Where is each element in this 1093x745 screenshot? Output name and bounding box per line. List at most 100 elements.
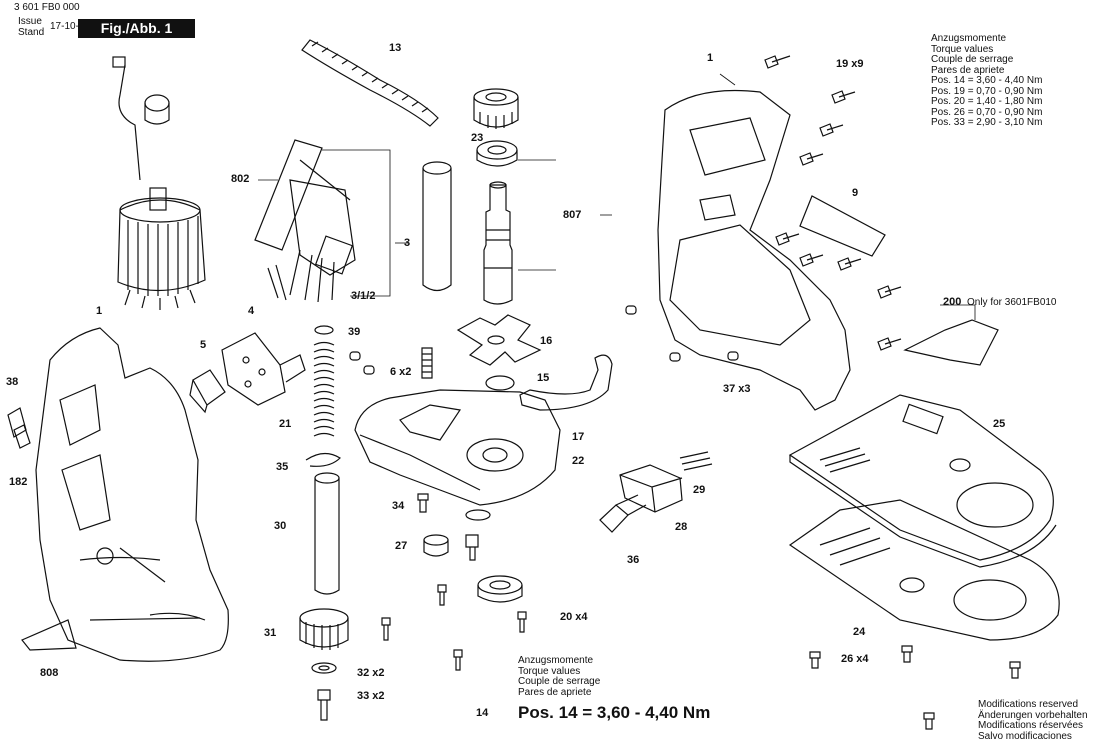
- base-plate-part: [354, 389, 561, 506]
- issue-date: 17-10-19: [50, 21, 91, 32]
- label-part-182: 182: [9, 476, 28, 488]
- label-part-808: 808: [40, 667, 59, 679]
- switch-part: [189, 369, 226, 414]
- doc-number: 3 601 FB0 000: [14, 2, 80, 13]
- torque-line: Anzugsmomente: [931, 33, 1007, 44]
- label-part-34: 34: [392, 500, 405, 512]
- sleeve-part: [422, 161, 452, 292]
- label-part-28: 28: [675, 521, 688, 533]
- guide-shaft-part: [314, 472, 340, 595]
- label-part-200-note: Only for 3601FB010: [967, 297, 1057, 308]
- label-part-807: 807: [563, 209, 582, 221]
- label-part-26: 26 x4: [841, 653, 869, 665]
- label-part-3: 3: [404, 237, 411, 249]
- label-part-20: 20 x4: [560, 611, 588, 623]
- screw-part: [381, 584, 527, 671]
- label-part-38: 38: [6, 376, 19, 388]
- label-part-31: 31: [264, 627, 277, 639]
- label-part-27: 27: [395, 540, 408, 552]
- label-part-3-1-2: 3/1/2: [351, 290, 376, 302]
- label-part-19: 19 x9: [836, 58, 864, 70]
- motor-housing-part: [35, 327, 229, 662]
- snap-ring-part: [485, 375, 515, 391]
- pulley-part: [473, 88, 519, 129]
- label-part-1-top: 1: [707, 52, 714, 64]
- spring-part: [313, 341, 335, 437]
- torque-line: Torque values: [931, 43, 994, 55]
- label-part-802: 802: [231, 173, 250, 185]
- leader-lines: [258, 73, 976, 320]
- label-part-1-left: 1: [96, 305, 103, 317]
- label-part-14: 14: [476, 707, 489, 719]
- thumb-screw-part: [599, 494, 647, 533]
- washer-part: [465, 509, 491, 521]
- label-part-29: 29: [693, 484, 706, 496]
- figure-label: Fig./Abb. 1: [78, 19, 195, 38]
- stand-label: Stand: [18, 27, 45, 38]
- label-part-35: 35: [276, 461, 289, 473]
- circuit-board-part: [254, 139, 356, 303]
- label-part-5: 5: [200, 339, 207, 351]
- note-line: Modifications réservées: [978, 720, 1084, 731]
- torque-line: Pos. 20 = 1,40 - 1,80 Nm: [931, 96, 1043, 107]
- pad-part: [625, 305, 739, 362]
- torque-line: Torque values: [518, 665, 581, 677]
- label-part-6: 6 x2: [390, 366, 412, 378]
- label-part-25: 25: [993, 418, 1006, 430]
- torque-line: Pos. 14 = 3,60 - 4,40 Nm: [931, 75, 1043, 86]
- torque-big-value: Pos. 14 = 3,60 - 4,40 Nm: [518, 703, 711, 722]
- label-part-37: 37 x3: [723, 383, 751, 395]
- note-line: Änderungen vorbehalten: [978, 709, 1088, 721]
- screw-part: [465, 534, 479, 561]
- wedge-part: [799, 195, 886, 257]
- bearing-part: [476, 140, 518, 167]
- label-part-39: 39: [348, 326, 361, 338]
- note-line: Modifications reserved: [978, 699, 1079, 710]
- label-part-30: 30: [274, 520, 287, 532]
- label-part-32: 32 x2: [357, 667, 385, 679]
- toothed-belt-part: [301, 39, 439, 127]
- screw-part: [809, 645, 1021, 730]
- wire-part: [267, 264, 287, 301]
- adjustment-knob-part: [299, 608, 349, 650]
- issue-label: Issue: [18, 16, 42, 27]
- label-part-33: 33 x2: [357, 690, 385, 702]
- adjuster-block-part: [619, 451, 713, 513]
- torque-line: Pares de apriete: [931, 64, 1005, 76]
- note-line: Salvo modificaciones: [978, 730, 1072, 742]
- cross-plate-part: [456, 314, 542, 366]
- screw-part: [417, 493, 429, 513]
- motor-part: [112, 56, 206, 310]
- screw-part: [764, 55, 902, 351]
- bushing-part: [423, 534, 449, 557]
- label-part-200: 200: [943, 296, 962, 308]
- retainer-clip-part: [519, 354, 613, 411]
- label-part-9: 9: [852, 187, 859, 199]
- gear-housing-part: [657, 89, 851, 411]
- label-part-23: 23: [471, 132, 484, 144]
- base-sole-part: [788, 394, 1057, 568]
- bearing-part: [477, 575, 523, 603]
- plate-part: [903, 319, 999, 366]
- torque-line: Anzugsmomente: [518, 655, 594, 666]
- circlip-part: [305, 452, 341, 467]
- sliding-plate-part: [788, 499, 1060, 641]
- torque-line: Couple de serrage: [518, 676, 601, 687]
- torque-line: Pos. 19 = 0,70 - 0,90 Nm: [931, 85, 1043, 97]
- label-part-22: 22: [572, 455, 585, 467]
- ring-part: [314, 325, 334, 335]
- label-part-21: 21: [279, 418, 292, 430]
- wedge-part: [21, 619, 77, 651]
- torque-line: Pos. 33 = 2,90 - 3,10 Nm: [931, 117, 1043, 128]
- torque-line: Couple de serrage: [931, 54, 1014, 65]
- label-part-36: 36: [627, 554, 640, 566]
- bushing-part: [349, 347, 433, 379]
- screw-part: [317, 689, 331, 721]
- label-part-17: 17: [572, 431, 585, 443]
- label-part-15: 15: [537, 372, 550, 384]
- label-part-16: 16: [540, 335, 553, 347]
- torque-line: Pares de apriete: [518, 686, 592, 698]
- torque-line: Pos. 26 = 0,70 - 0,90 Nm: [931, 106, 1043, 118]
